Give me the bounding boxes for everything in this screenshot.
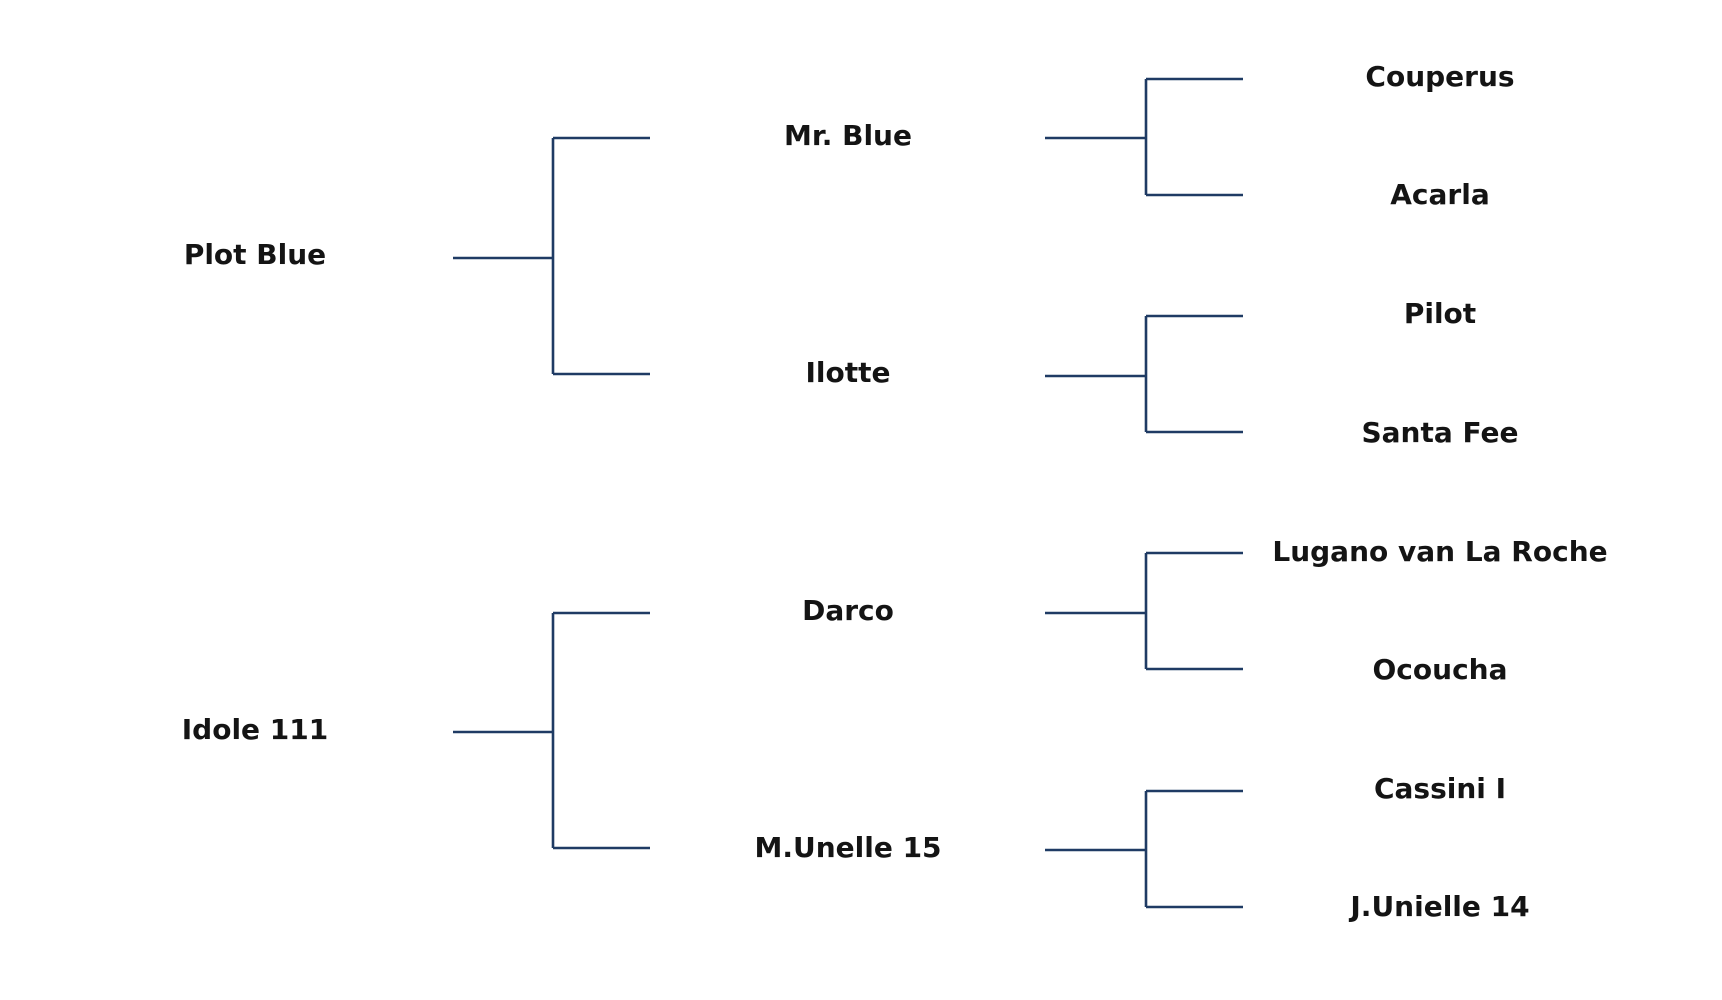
connectors-gen2: [1045, 77, 1243, 909]
connector-mr-blue: [1045, 77, 1243, 197]
connectors-gen1: [453, 136, 650, 850]
maternal-granddam-label: M.Unelle 15: [754, 831, 941, 864]
great-grandparent-label: Cassini I: [1374, 772, 1506, 805]
great-grandparent-label: Pilot: [1404, 297, 1476, 330]
connector-darco: [1045, 551, 1243, 671]
connector-ilotte: [1045, 314, 1243, 434]
great-grandparent-label: Acarla: [1390, 178, 1489, 211]
paternal-grandsire-label: Mr. Blue: [784, 119, 912, 152]
generation-1: Plot Blue Idole 111: [182, 238, 328, 746]
connector-idole-111: [453, 611, 650, 850]
great-grandparent-label: J.Unielle 14: [1348, 890, 1529, 923]
sire-label: Plot Blue: [184, 238, 326, 271]
maternal-grandsire-label: Darco: [802, 594, 894, 627]
great-grandparent-label: Lugano van La Roche: [1272, 535, 1607, 568]
dam-label: Idole 111: [182, 713, 328, 746]
generation-3: Couperus Acarla Pilot Santa Fee Lugano v…: [1272, 60, 1607, 923]
connector-m-unelle-15: [1045, 789, 1243, 909]
connector-plot-blue: [453, 136, 650, 376]
paternal-granddam-label: Ilotte: [805, 356, 890, 389]
great-grandparent-label: Ocoucha: [1373, 653, 1508, 686]
generation-2: Mr. Blue Ilotte Darco M.Unelle 15: [754, 119, 941, 864]
great-grandparent-label: Couperus: [1365, 60, 1514, 93]
great-grandparent-label: Santa Fee: [1362, 416, 1519, 449]
